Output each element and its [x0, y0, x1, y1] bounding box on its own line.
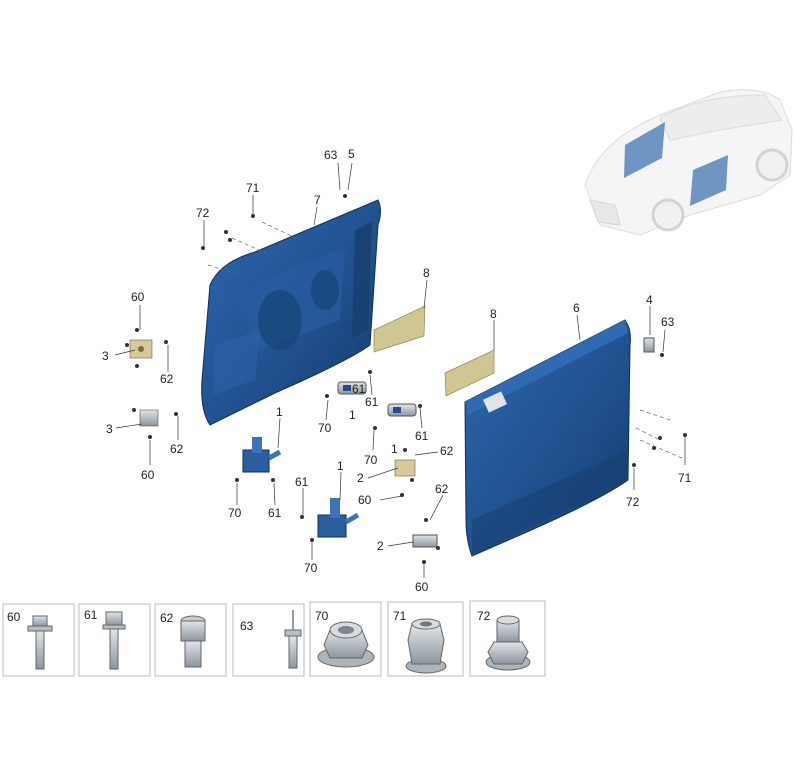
- callout-1: 1: [276, 405, 283, 419]
- sliding-door-panel: [464, 319, 631, 557]
- callout-63: 63: [324, 148, 338, 162]
- callout-7: 7: [314, 193, 321, 207]
- callout-60: 60: [131, 290, 145, 304]
- hinge-bracket-2b: [412, 534, 438, 548]
- fastener-markers: [125, 194, 687, 564]
- hinge-bracket-2a: [394, 459, 416, 477]
- callout-71: 71: [678, 471, 692, 485]
- hex-rivet-nut-icon: [405, 618, 447, 674]
- rivet-nut-icon: [180, 615, 206, 668]
- callout-1: 1: [391, 442, 398, 456]
- callout-72: 72: [626, 495, 640, 509]
- hex-bolt-icon: [102, 611, 126, 670]
- foil-sheet-front: [373, 305, 426, 353]
- foil-sheet-rear: [444, 349, 495, 397]
- hinge-1b: [317, 498, 360, 538]
- callout-8: 8: [490, 307, 497, 321]
- callout-62: 62: [160, 372, 174, 386]
- flange-nut-icon: [317, 621, 375, 668]
- leader-lines: [114, 162, 686, 578]
- svg-text:63: 63: [240, 619, 254, 633]
- callout-70: 70: [304, 561, 318, 575]
- callout-3: 3: [106, 422, 113, 436]
- callout-3: 3: [102, 349, 109, 363]
- svg-text:62: 62: [160, 611, 174, 625]
- fastener-legend: 60 61 62: [2, 600, 546, 677]
- legend-item-61: 61: [78, 603, 151, 677]
- legend-item-70: 70: [309, 601, 382, 677]
- legend-item-72: 72: [469, 600, 546, 677]
- callout-61: 61: [352, 382, 366, 396]
- callout-70: 70: [318, 421, 332, 435]
- legend-item-62: 62: [154, 603, 227, 677]
- svg-text:60: 60: [7, 610, 21, 624]
- assembly-lines: [207, 221, 683, 459]
- callout-labels: 63 5 71 7 72 8 8 6 4 63 60 3 62 3 62 60 …: [102, 147, 692, 594]
- callout-6: 6: [573, 301, 580, 315]
- callout-1: 1: [337, 459, 344, 473]
- svg-text:72: 72: [477, 609, 491, 623]
- svg-text:61: 61: [84, 608, 98, 622]
- callout-4: 4: [646, 293, 653, 307]
- hinge-1c: [337, 381, 367, 395]
- callout-62: 62: [170, 442, 184, 456]
- callout-62: 62: [435, 482, 449, 496]
- callout-61: 61: [295, 475, 309, 489]
- callout-70: 70: [364, 453, 378, 467]
- callout-70: 70: [228, 506, 242, 520]
- callout-60: 60: [415, 580, 429, 594]
- callout-8: 8: [423, 266, 430, 280]
- callout-71: 71: [246, 181, 260, 195]
- callout-62: 62: [440, 444, 454, 458]
- hinge-4: [643, 337, 655, 353]
- callout-2: 2: [357, 471, 364, 485]
- callout-60: 60: [358, 493, 372, 507]
- flange-bolt-icon: [27, 615, 53, 670]
- legend-item-60: 60: [2, 603, 75, 677]
- svg-text:70: 70: [315, 609, 329, 623]
- callout-5: 5: [348, 147, 355, 161]
- hinge-bracket-3a: [129, 339, 153, 359]
- callout-61: 61: [415, 429, 429, 443]
- blind-rivet-icon: [284, 610, 302, 669]
- front-door-inner-panel: [201, 199, 381, 426]
- legend-item-63: 63: [232, 603, 305, 677]
- svg-text:71: 71: [393, 609, 407, 623]
- hinge-1a: [242, 437, 282, 473]
- vehicle-locator-icon: [584, 89, 793, 236]
- hinge-bracket-3b: [139, 409, 159, 427]
- flanged-hex-nut-icon: [485, 615, 531, 671]
- callout-61: 61: [365, 395, 379, 409]
- callout-72: 72: [196, 206, 210, 220]
- legend-item-71: 71: [387, 601, 464, 677]
- callout-1: 1: [349, 408, 356, 422]
- callout-61: 61: [268, 506, 282, 520]
- callout-60: 60: [141, 468, 155, 482]
- hinge-1d: [387, 403, 417, 417]
- callout-2: 2: [377, 539, 384, 553]
- callout-63: 63: [661, 315, 675, 329]
